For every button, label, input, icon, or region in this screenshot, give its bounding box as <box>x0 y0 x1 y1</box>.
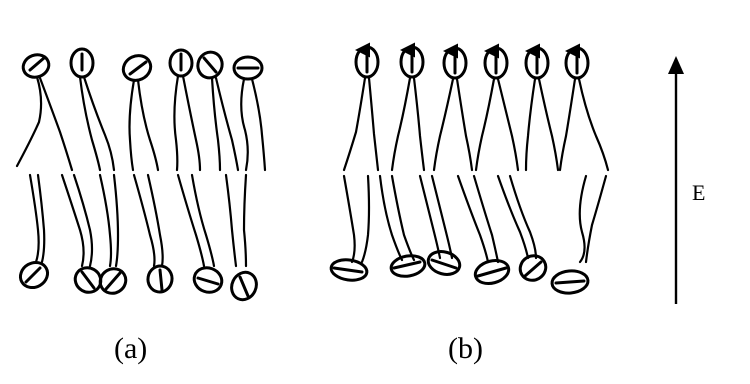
panel-b <box>330 47 608 295</box>
lipid-molecule <box>526 48 558 170</box>
lipid-molecule <box>96 175 131 298</box>
lipid-molecule <box>178 175 225 296</box>
lipid-molecule <box>17 51 72 170</box>
lipid-molecule <box>71 49 114 170</box>
lipid-molecule <box>476 48 518 170</box>
arrowhead-up-icon <box>668 56 684 74</box>
lipid-molecule <box>194 49 238 170</box>
lipid-molecule <box>62 175 105 297</box>
lipid-molecule <box>170 50 200 170</box>
lipid-molecule <box>134 175 174 294</box>
lipid-molecule <box>344 47 378 170</box>
lipid-molecule <box>226 175 261 304</box>
lipid-molecule <box>380 176 426 279</box>
panel-b-label: (b) <box>448 334 483 364</box>
panel-a-label: (a) <box>114 334 147 364</box>
lipid-molecule <box>434 48 472 170</box>
field-label: E <box>692 182 705 204</box>
panel-a <box>16 49 265 304</box>
lipid-molecule <box>16 175 52 292</box>
lipid-molecule <box>392 47 424 170</box>
lipid-molecule <box>234 57 265 170</box>
lipid-molecule <box>330 176 369 282</box>
lipid-molecule <box>560 48 608 170</box>
lipid-molecule <box>119 51 158 170</box>
electric-field-arrow <box>668 56 684 304</box>
lipid-molecule <box>551 176 606 295</box>
lipid-molecule <box>420 176 462 278</box>
